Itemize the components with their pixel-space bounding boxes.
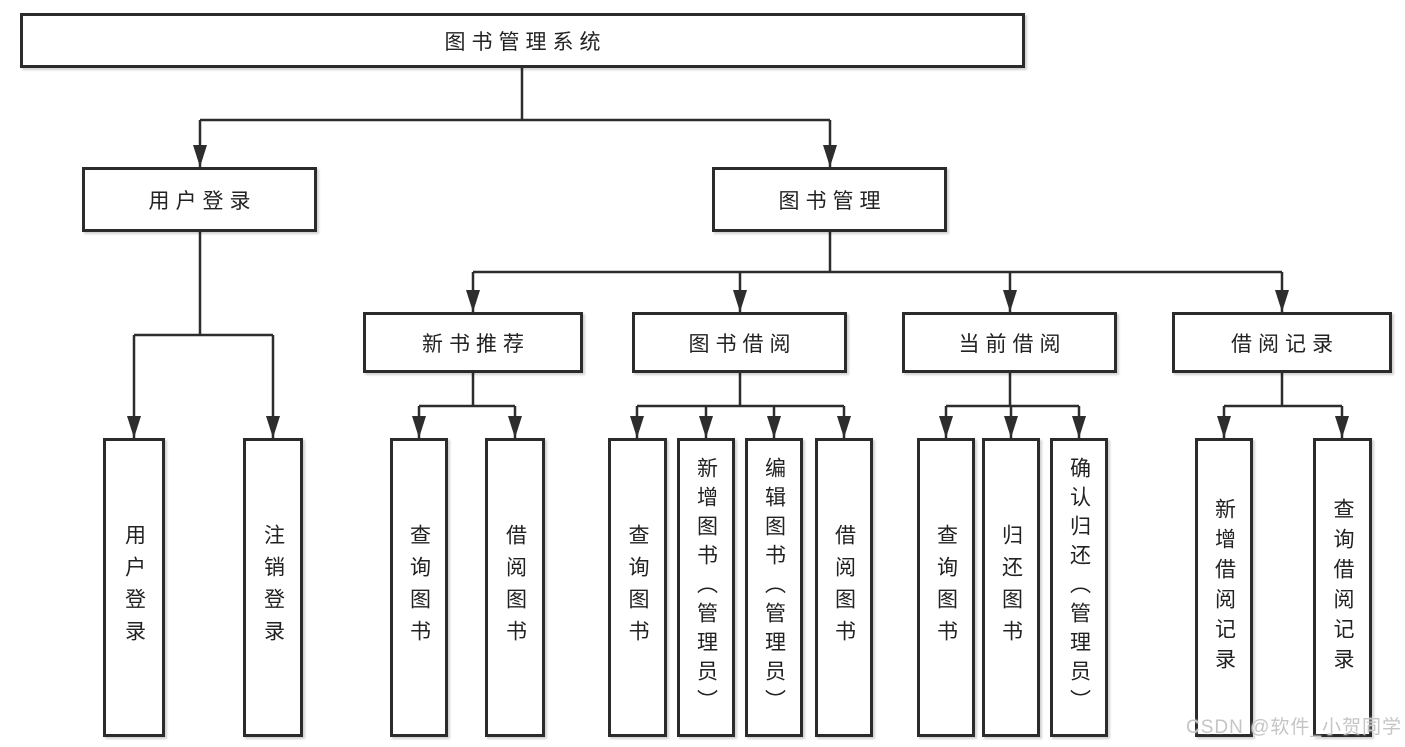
leaf-label: 查询图书 [934,523,958,652]
leaf-label: 归还图书 [999,523,1023,652]
leaf-borrow-books-recommend: 借阅图书 [485,438,545,737]
node-label: 图书管理系统 [444,30,607,54]
node-borrowing-records: 借阅记录 [1172,312,1392,373]
node-label: 借阅记录 [1231,332,1339,356]
csdn-watermark: CSDN @软件_小贺同学 [1186,717,1402,738]
node-book-borrowing: 图书借阅 [632,312,847,373]
leaf-label: 借阅图书 [503,523,527,652]
leaf-label: 编辑图书（管理员） [762,457,786,718]
leaf-label: 用户登录 [122,523,146,652]
leaf-label: 新增图书（管理员） [694,457,718,718]
node-label: 用户登录 [148,189,257,213]
node-book-management-branch: 图书管理 [712,167,947,232]
leaf-query-borrowing-record: 查询借阅记录 [1313,438,1372,737]
node-label: 当前借阅 [958,332,1067,356]
leaf-label: 新增借阅记录 [1212,497,1236,678]
node-label: 新书推荐 [422,332,530,356]
leaf-edit-book-admin: 编辑图书（管理员） [745,438,803,737]
node-label: 图书借阅 [688,332,797,356]
node-label: 图书管理 [778,189,887,213]
leaf-user-login: 用户登录 [103,438,165,737]
leaf-query-books-current: 查询图书 [917,438,975,737]
leaf-return-books: 归还图书 [982,438,1040,737]
node-user-login-branch: 用户登录 [82,167,317,232]
leaf-query-books-borrowing: 查询图书 [608,438,667,737]
leaf-add-book-admin: 新增图书（管理员） [677,438,735,737]
leaf-confirm-return-admin: 确认归还（管理员） [1050,438,1108,737]
node-current-borrowing: 当前借阅 [902,312,1117,373]
leaf-label: 确认归还（管理员） [1067,457,1091,718]
leaf-label: 注销登录 [261,523,285,652]
leaf-logout: 注销登录 [243,438,303,737]
leaf-label: 查询图书 [626,523,649,652]
leaf-label: 查询图书 [407,523,431,652]
leaf-label: 查询借阅记录 [1331,497,1354,678]
node-new-book-recommendation: 新书推荐 [363,312,583,373]
leaf-add-borrowing-record: 新增借阅记录 [1195,438,1253,737]
node-library-management-system: 图书管理系统 [20,13,1025,68]
leaf-borrow-books-borrowing: 借阅图书 [815,438,873,737]
leaf-label: 借阅图书 [832,523,856,652]
leaf-query-books-recommend: 查询图书 [390,438,448,737]
